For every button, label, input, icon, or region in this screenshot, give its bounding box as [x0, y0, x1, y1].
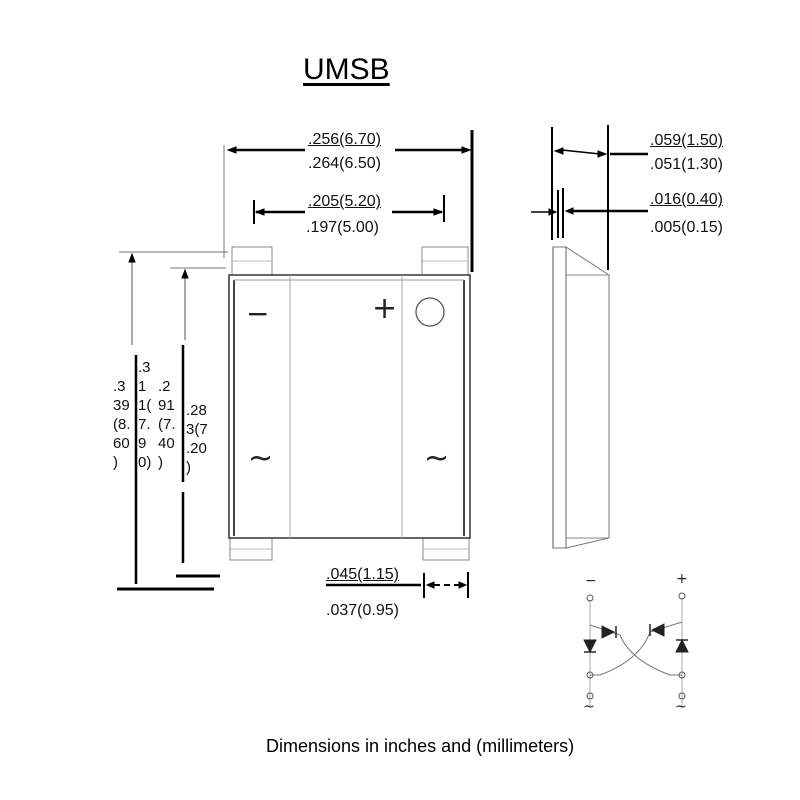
- package-side-view: [552, 246, 610, 549]
- pad-span-max-label: .205(5.20): [308, 193, 381, 210]
- diode-left: [583, 639, 597, 654]
- overall-height-label: .3 39 (8. 60 ): [113, 378, 131, 471]
- units-caption: Dimensions in inches and (millimeters): [266, 736, 575, 756]
- package-title: UMSB: [303, 53, 390, 86]
- ac-right-marking: ~: [424, 441, 450, 476]
- diode-top-left: [601, 625, 616, 639]
- top-dimension-lines: [223, 130, 474, 272]
- pin1-marker: [415, 297, 445, 327]
- pad-width-min-label: .037(0.95): [326, 602, 399, 619]
- thickness-min-label: .051(1.30): [650, 156, 723, 173]
- pad-width-dimension: [326, 572, 469, 598]
- overall-width-min-label: .264(6.50): [308, 155, 381, 172]
- bridge-schematic: [583, 592, 689, 706]
- schematic-plus-label: +: [676, 571, 688, 587]
- schematic-ac-right-label: ~: [675, 699, 687, 715]
- diode-right: [675, 638, 689, 653]
- height-dimension-lines: [117, 251, 228, 591]
- overall-height-label-2: .3 1 1( 7. 9 0): [138, 359, 152, 471]
- package-top-view: [228, 246, 471, 561]
- diode-top-right: [650, 623, 665, 637]
- lead-thickness-max-label: .016(0.40): [650, 191, 723, 208]
- thickness-max-label: .059(1.50): [650, 132, 723, 149]
- minus-marking: −: [246, 297, 270, 330]
- side-dimension-lines: [531, 125, 648, 270]
- schematic-minus-label: −: [585, 573, 597, 589]
- plus-marking: +: [372, 291, 398, 326]
- body-height-label-2: .28 3(7 .20 ): [186, 402, 208, 476]
- overall-width-max-label: .256(6.70): [308, 131, 381, 148]
- pad-span-min-label: .197(5.00): [306, 219, 379, 236]
- pad-width-max-label: .045(1.15): [326, 566, 399, 583]
- ac-left-marking: ~: [248, 441, 274, 476]
- body-height-label: .2 91 (7. 40 ): [158, 378, 176, 471]
- schematic-ac-left-label: ~: [583, 699, 595, 715]
- lead-thickness-min-label: .005(0.15): [650, 219, 723, 236]
